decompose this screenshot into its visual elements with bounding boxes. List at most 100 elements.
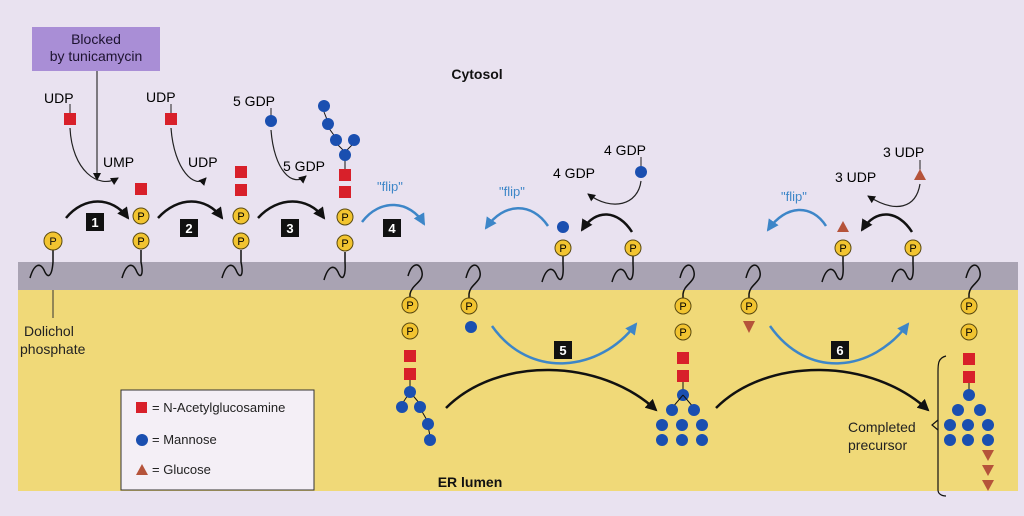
svg-text:P: P xyxy=(679,301,686,313)
flip-arrow-2 xyxy=(484,207,550,230)
mannose xyxy=(962,419,974,431)
glcnac xyxy=(404,350,416,362)
mannose xyxy=(656,434,668,446)
mannose xyxy=(322,118,334,130)
glcnac xyxy=(235,184,247,196)
step-box-1: 1 xyxy=(86,213,104,231)
mannose xyxy=(982,434,994,446)
svg-text:P: P xyxy=(745,301,752,313)
donor-udp-3: 3 UDP xyxy=(883,144,924,160)
mannose xyxy=(974,404,986,416)
step-box-6: 6 xyxy=(831,341,849,359)
phosphate xyxy=(904,239,922,257)
flip-label-3: "flip" xyxy=(781,189,807,204)
glcnac xyxy=(677,352,689,364)
phosphate xyxy=(960,323,978,341)
flip-arrow-1 xyxy=(361,203,426,226)
glcnac xyxy=(339,186,351,198)
legend: = N-Acetylglucosamine = Mannose = Glucos… xyxy=(120,389,315,491)
glucose xyxy=(982,450,994,461)
flip-label-2: "flip" xyxy=(499,184,525,199)
mannose xyxy=(404,386,416,398)
phosphate xyxy=(554,239,572,257)
mannose xyxy=(944,419,956,431)
mannose xyxy=(696,419,708,431)
svg-text:P: P xyxy=(679,327,686,339)
dolichol-label-line2: phosphate xyxy=(20,341,86,357)
glcnac xyxy=(339,169,351,181)
svg-text:P: P xyxy=(559,243,566,255)
svg-text:P: P xyxy=(965,327,972,339)
mannose xyxy=(676,419,688,431)
dolichol-6: P xyxy=(611,239,642,283)
glucose xyxy=(837,221,849,232)
phosphate xyxy=(336,208,354,226)
reaction-arrow-2 xyxy=(157,200,224,220)
mannose xyxy=(424,434,436,446)
reaction-arrow-1 xyxy=(65,200,130,220)
step-box-2: 2 xyxy=(180,219,198,237)
dolichol-1: P xyxy=(29,231,63,279)
phosphate xyxy=(132,207,150,225)
svg-text:P: P xyxy=(341,238,348,250)
dolichol-5: P xyxy=(541,221,572,283)
flip-label-1: "flip" xyxy=(377,179,403,194)
mannose xyxy=(656,419,668,431)
step-box-5: 5 xyxy=(554,341,572,359)
dolichol-7: P xyxy=(821,221,852,283)
legend-mannose-swatch xyxy=(136,434,148,446)
glucose xyxy=(982,465,994,476)
er-membrane xyxy=(18,262,1018,290)
reaction-arrow-6 xyxy=(715,368,930,412)
mannose xyxy=(688,404,700,416)
phosphate xyxy=(834,239,852,257)
dolichol-label-line1: Dolichol xyxy=(24,323,74,339)
legend-glucose-swatch xyxy=(136,464,148,475)
completed-label-line2: precursor xyxy=(848,437,907,453)
dolichol-lumen-3: P P xyxy=(656,264,708,446)
legend-glcnac-label: = N-Acetylglucosamine xyxy=(152,400,285,415)
mannose xyxy=(982,419,994,431)
product-ump: UMP xyxy=(103,154,134,170)
glcnac xyxy=(963,353,975,365)
donor-glucose-6 xyxy=(914,169,926,180)
tunicamycin-box: Blocked by tunicamycin xyxy=(32,27,160,71)
flip-arrow-6 xyxy=(768,322,910,365)
donor-gdp-5: 5 GDP xyxy=(233,93,275,109)
svg-text:P: P xyxy=(839,243,846,255)
completed-label-line1: Completed xyxy=(848,419,916,435)
cytosol-label: Cytosol xyxy=(451,66,502,82)
svg-text:P: P xyxy=(406,300,413,312)
reaction-arrow-5 xyxy=(445,368,658,412)
svg-text:P: P xyxy=(629,243,636,255)
svg-text:P: P xyxy=(137,211,144,223)
dolichol-lumen-2: P xyxy=(460,264,481,333)
phosphate xyxy=(232,232,250,250)
phosphate xyxy=(132,232,150,250)
dolichol-4: P P xyxy=(318,100,360,281)
dolichol-lumen-4: P xyxy=(740,264,761,333)
product-udp-3: 3 UDP xyxy=(835,169,876,185)
completed-bracket xyxy=(937,355,947,497)
mannose xyxy=(962,434,974,446)
phosphate xyxy=(460,297,478,315)
legend-mannose-label: = Mannose xyxy=(152,432,217,447)
completed-bracket-tip xyxy=(931,419,939,431)
phosphate xyxy=(674,323,692,341)
legend-box xyxy=(120,389,315,491)
dolichol-lumen-5: P P xyxy=(944,264,994,491)
svg-text:P: P xyxy=(909,243,916,255)
donor-glcnac-1 xyxy=(64,113,76,125)
mannose xyxy=(666,404,678,416)
donor-gdp-4: 4 GDP xyxy=(604,142,646,158)
svg-text:5: 5 xyxy=(559,343,566,358)
tunicamycin-label-line1: Blocked xyxy=(71,31,121,47)
dolichol-8: P xyxy=(891,239,922,283)
glcnac xyxy=(677,370,689,382)
legend-glucose-label: = Glucose xyxy=(152,462,211,477)
product-udp-2: UDP xyxy=(188,154,218,170)
tunicamycin-label-line2: by tunicamycin xyxy=(49,48,143,64)
mannose xyxy=(339,149,351,161)
glcnac xyxy=(135,183,147,195)
